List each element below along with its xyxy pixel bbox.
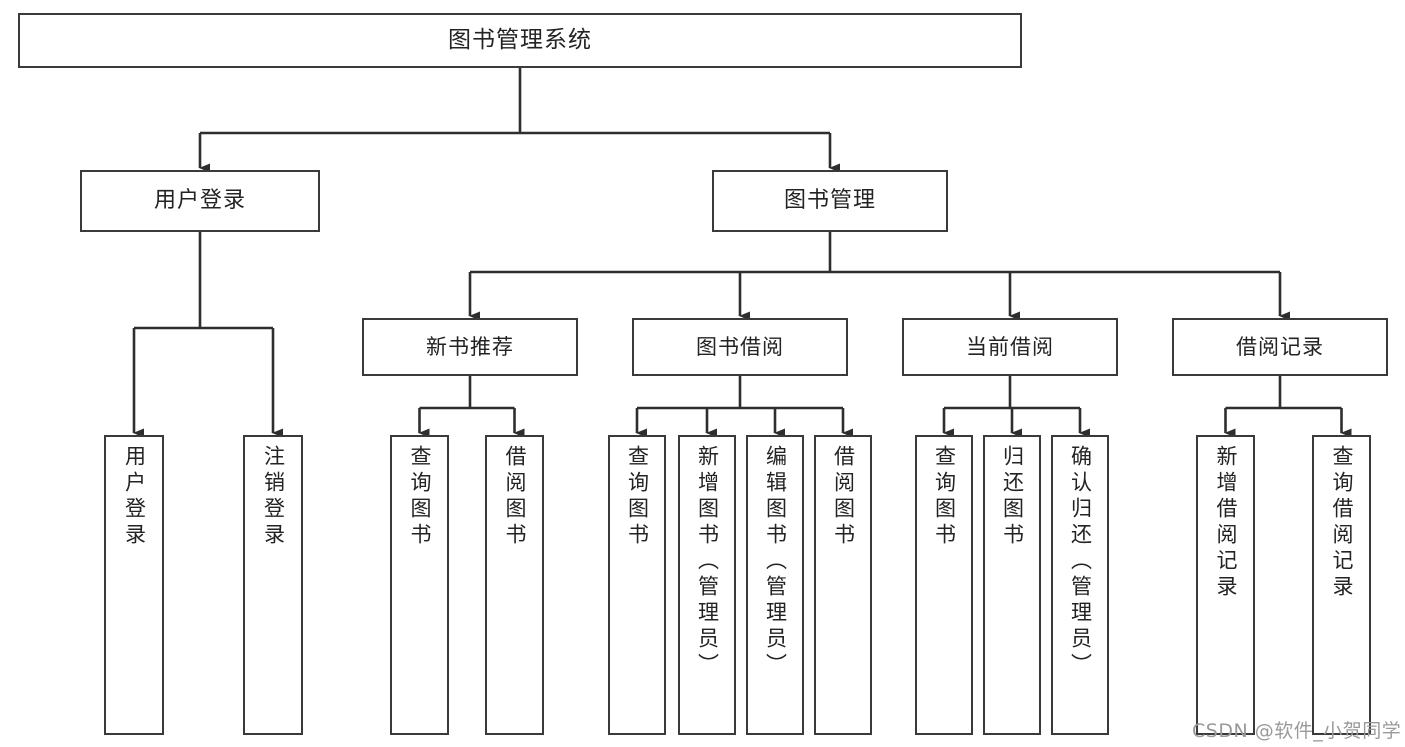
node-leaf-confirm-return-admin[interactable]: 确认归还（管理员） [1051, 435, 1109, 735]
node-leaf-borrow-book-rec[interactable]: 借阅图书 [485, 435, 544, 735]
node-leaf-borrow-book[interactable]: 借阅图书 [814, 435, 872, 735]
node-new-book-rec[interactable]: 新书推荐 [362, 318, 578, 376]
node-leaf-query-book-cur-label: 查询图书 [932, 445, 957, 549]
node-leaf-add-book-admin[interactable]: 新增图书（管理员） [678, 435, 736, 735]
node-leaf-confirm-return-admin-label: 确认归还（管理员） [1068, 445, 1093, 679]
node-leaf-query-book-rec-label: 查询图书 [408, 445, 432, 549]
node-current-borrow[interactable]: 当前借阅 [902, 318, 1118, 376]
node-book-borrow[interactable]: 图书借阅 [632, 318, 848, 376]
node-book-manage[interactable]: 图书管理 [712, 170, 948, 232]
node-leaf-query-borrow-record-label: 查询借阅记录 [1330, 445, 1354, 601]
node-leaf-logout[interactable]: 注销登录 [243, 435, 303, 735]
csdn-watermark: CSDN @软件_小贺同学 [1192, 720, 1402, 742]
node-root-system[interactable]: 图书管理系统 [18, 13, 1022, 68]
node-leaf-return-book[interactable]: 归还图书 [983, 435, 1041, 735]
node-current-borrow-label: 当前借阅 [966, 334, 1054, 359]
node-borrow-record-label: 借阅记录 [1236, 334, 1324, 359]
node-leaf-query-book-rec[interactable]: 查询图书 [390, 435, 449, 735]
node-leaf-borrow-book-rec-label: 借阅图书 [503, 445, 527, 549]
node-leaf-query-borrow-record[interactable]: 查询借阅记录 [1312, 435, 1371, 735]
node-leaf-return-book-label: 归还图书 [1000, 445, 1025, 549]
node-root-system-label: 图书管理系统 [448, 26, 592, 53]
node-leaf-query-book-borrow-label: 查询图书 [625, 445, 650, 549]
node-leaf-user-login-label: 用户登录 [122, 445, 147, 549]
node-borrow-record[interactable]: 借阅记录 [1172, 318, 1388, 376]
node-book-manage-label: 图书管理 [783, 188, 876, 214]
node-book-borrow-label: 图书借阅 [696, 334, 784, 359]
node-leaf-user-login[interactable]: 用户登录 [104, 435, 164, 735]
node-leaf-borrow-book-label: 借阅图书 [831, 445, 856, 549]
node-leaf-edit-book-admin-label: 编辑图书（管理员） [763, 445, 788, 679]
node-leaf-add-book-admin-label: 新增图书（管理员） [695, 445, 720, 679]
node-new-book-rec-label: 新书推荐 [426, 334, 514, 359]
node-user-login[interactable]: 用户登录 [80, 170, 320, 232]
node-leaf-edit-book-admin[interactable]: 编辑图书（管理员） [746, 435, 804, 735]
node-user-login-label: 用户登录 [153, 188, 246, 214]
node-leaf-query-book-borrow[interactable]: 查询图书 [608, 435, 666, 735]
node-leaf-query-book-cur[interactable]: 查询图书 [915, 435, 973, 735]
node-leaf-add-borrow-record[interactable]: 新增借阅记录 [1196, 435, 1255, 735]
node-leaf-add-borrow-record-label: 新增借阅记录 [1214, 445, 1238, 601]
node-leaf-logout-label: 注销登录 [261, 445, 286, 549]
